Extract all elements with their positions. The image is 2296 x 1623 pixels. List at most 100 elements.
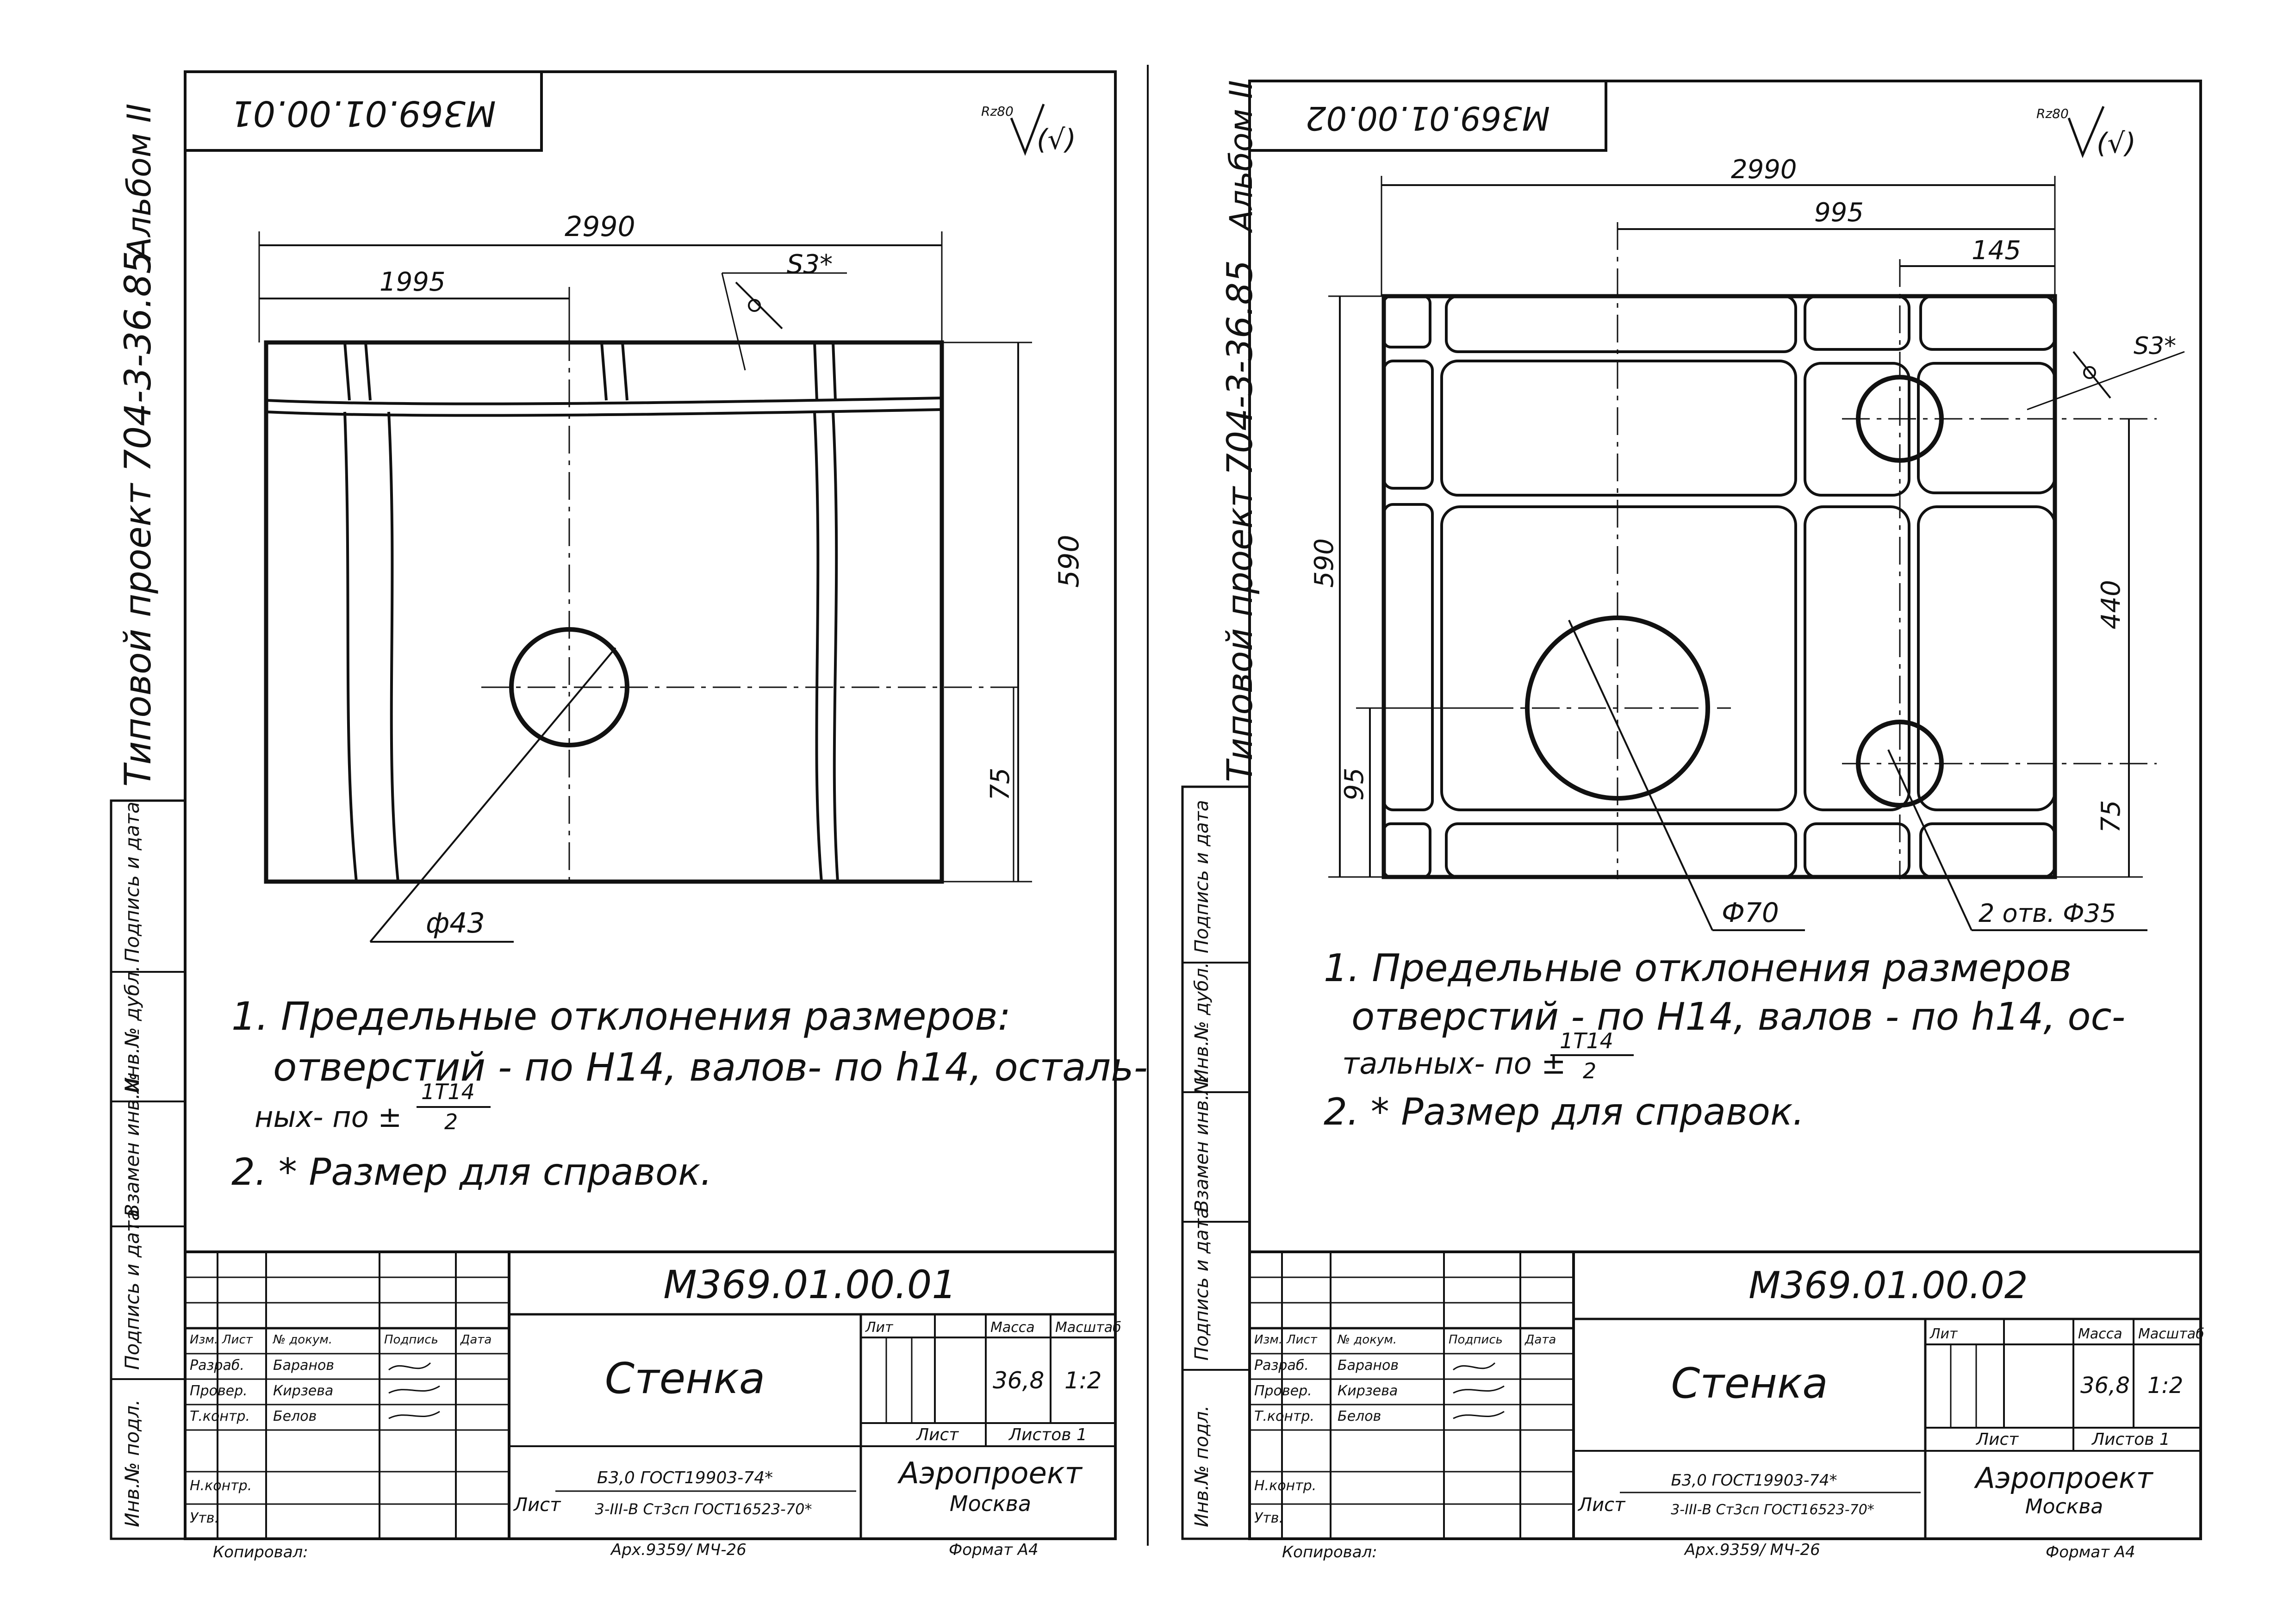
right-side-title: Типовой проект 704-3-36.85 xyxy=(1219,260,1260,782)
right-tb-lit: Лит xyxy=(1929,1326,1958,1342)
left-tb-mass: 36,8 xyxy=(993,1367,1044,1394)
right-note-3: тальных- по ± xyxy=(1342,1047,1566,1081)
right-album: Альбом II xyxy=(1223,80,1260,233)
right-note-4: 2. * Размер для справок. xyxy=(1324,1090,1804,1133)
right-tb-city: Москва xyxy=(2025,1495,2103,1518)
left-plate xyxy=(264,340,944,884)
right-title-block: Изм. Лист № докум. Подпись Дата Разраб. … xyxy=(1250,1250,2204,1561)
left-tb-nkontr: Н.контр. xyxy=(190,1478,252,1494)
left-tb-list: Лист xyxy=(222,1333,253,1347)
right-dim-low: 95 xyxy=(1339,768,1369,801)
left-dim-overall: 2990 xyxy=(565,211,635,243)
left-dim-height: 590 xyxy=(1053,535,1085,588)
right-tb-razrab-name: Баранов xyxy=(1338,1357,1399,1374)
right-note-frac-den: 2 xyxy=(1583,1058,1596,1083)
right-tb-archive: Арх.9359/ МЧ-26 xyxy=(1684,1541,1820,1559)
left-tb-lit: Лит xyxy=(865,1319,894,1336)
left-tb-scale: 1:2 xyxy=(1064,1367,1101,1394)
left-note-2: отверстий - по Н14, валов- по h14, остал… xyxy=(273,1045,1148,1090)
left-dim-thick: S3* xyxy=(787,249,833,280)
right-top-stamp-box xyxy=(1248,80,1607,152)
right-tb-razrab: Разраб. xyxy=(1254,1357,1309,1374)
right-tb-sheet: Лист xyxy=(1975,1430,2019,1449)
left-signatures xyxy=(388,1362,440,1419)
right-margin-label-4: Подпись и дата xyxy=(1191,1207,1213,1361)
right-tb-org: Аэропроект xyxy=(1973,1461,2153,1495)
right-note-frac-num: 1Т14 xyxy=(1560,1028,1613,1053)
left-tb-city: Москва xyxy=(950,1491,1031,1516)
left-tb-sign: Подпись xyxy=(384,1333,438,1347)
left-note-frac-den: 2 xyxy=(444,1109,458,1134)
left-dim-hole: ф43 xyxy=(426,907,485,939)
left-note-3: ных- по ± xyxy=(255,1100,402,1134)
left-tb-razrab-name: Баранов xyxy=(273,1357,334,1374)
right-tb-scale: 1:2 xyxy=(2147,1373,2183,1399)
left-tb-prover: Провер. xyxy=(190,1383,248,1399)
left-margin-label-4: Подпись и дата xyxy=(121,1209,143,1370)
left-dim-hole-y: 75 xyxy=(985,768,1015,801)
right-tb-nkontr: Н.контр. xyxy=(1254,1478,1316,1494)
right-tb-code: М369.01.00.02 xyxy=(1748,1264,2028,1307)
left-tb-sheets: Листов 1 xyxy=(1008,1425,1087,1444)
left-tb-archive: Арх.9359/ МЧ-26 xyxy=(610,1541,747,1559)
right-sheet: Подпись и дата Инв.№ дубл. Взамен инв.№ … xyxy=(1181,80,2204,1561)
right-tb-mat-label: Лист xyxy=(1577,1494,1626,1516)
left-title-block: Изм. Лист № докум. Подпись Дата Разраб. … xyxy=(185,1250,1121,1561)
right-plate xyxy=(1381,294,2057,879)
left-tb-name: Стенка xyxy=(605,1354,765,1403)
right-dim-small: 145 xyxy=(1972,236,2021,266)
left-note-1: 1. Предельные отклонения размеров: xyxy=(231,994,1011,1039)
right-tb-name: Стенка xyxy=(1671,1359,1828,1408)
left-note-4: 2. * Размер для справок. xyxy=(231,1150,712,1194)
left-roughness: Rz80 xyxy=(981,104,1014,119)
right-tb-tkontr-name: Белов xyxy=(1338,1408,1381,1424)
left-note-frac-num: 1Т14 xyxy=(421,1079,475,1104)
right-tb-format: Формат А4 xyxy=(2046,1543,2135,1561)
right-dim-holes2: 2 отв. Ф35 xyxy=(1979,899,2116,928)
right-note-1: 1. Предельные отклонения размеров xyxy=(1324,946,2072,990)
left-tb-izm: Изм. xyxy=(190,1333,218,1347)
left-tb-date: Дата xyxy=(460,1333,492,1347)
left-frame xyxy=(184,70,1117,1540)
right-tb-sheets: Листов 1 xyxy=(2091,1430,2170,1449)
right-dim-span: 440 xyxy=(2096,580,2126,629)
left-margin-label-5: Инв.№ подл. xyxy=(121,1399,143,1527)
left-tb-mat-top: Б3,0 ГОСТ19903-74* xyxy=(597,1468,773,1487)
right-note-2: отверстий - по Н14, валов - по h14, ос- xyxy=(1351,995,2125,1039)
left-tb-mat-bottom: 3-III-В Ст3сп ГОСТ16523-70* xyxy=(595,1500,812,1518)
left-margin-label-2: Инв.№ дубл. xyxy=(121,965,143,1092)
left-tb-scale-h: Масштаб xyxy=(1055,1319,1121,1336)
right-tb-mass-h: Масса xyxy=(2078,1326,2122,1342)
svg-text:(√): (√) xyxy=(2097,127,2136,160)
right-tb-prover: Провер. xyxy=(1254,1383,1312,1399)
right-dim-thick: S3* xyxy=(2134,332,2176,360)
right-tb-utv: Утв. xyxy=(1254,1510,1283,1526)
left-tb-doc: № докум. xyxy=(272,1333,332,1347)
right-tb-copied: Копировал: xyxy=(1282,1543,1377,1561)
left-tb-org: Аэропроект xyxy=(897,1456,1083,1491)
left-tb-razrab: Разраб. xyxy=(190,1357,244,1374)
right-dim-overall: 2990 xyxy=(1731,155,1797,185)
left-top-stamp: М369.01.00.01 xyxy=(230,93,496,134)
left-tb-mat-label: Лист xyxy=(513,1494,561,1516)
left-tb-tkontr: Т.контр. xyxy=(190,1408,250,1424)
left-sheet: Подпись и дата Инв.№ дубл. Взамен инв.№ … xyxy=(110,70,1148,1561)
right-tb-mass: 36,8 xyxy=(2080,1373,2130,1399)
right-plate-cells xyxy=(1382,295,2056,878)
right-margin-label-2: Инв.№ дубл. xyxy=(1191,962,1213,1083)
left-tb-tkontr-name: Белов xyxy=(273,1408,317,1424)
right-tb-list: Лист xyxy=(1286,1333,1318,1347)
left-tb-prover-name: Кирзева xyxy=(273,1383,333,1399)
left-tb-code: М369.01.00.01 xyxy=(663,1262,957,1307)
right-roughness-symbol xyxy=(2067,106,2105,158)
left-margin-strip xyxy=(110,799,187,1540)
right-margin-label-1: Подпись и дата xyxy=(1191,800,1213,953)
right-signatures xyxy=(1453,1362,1505,1419)
right-dim-bottom: 75 xyxy=(2096,800,2126,833)
right-margin-label-5: Инв.№ подл. xyxy=(1191,1405,1213,1527)
right-top-stamp: М369.01.00.02 xyxy=(1306,99,1550,137)
left-tb-sheet: Лист xyxy=(915,1425,959,1444)
left-album: Альбом II xyxy=(120,104,158,261)
left-tb-copied: Копировал: xyxy=(213,1543,308,1561)
left-tb-utv: Утв. xyxy=(190,1510,219,1526)
